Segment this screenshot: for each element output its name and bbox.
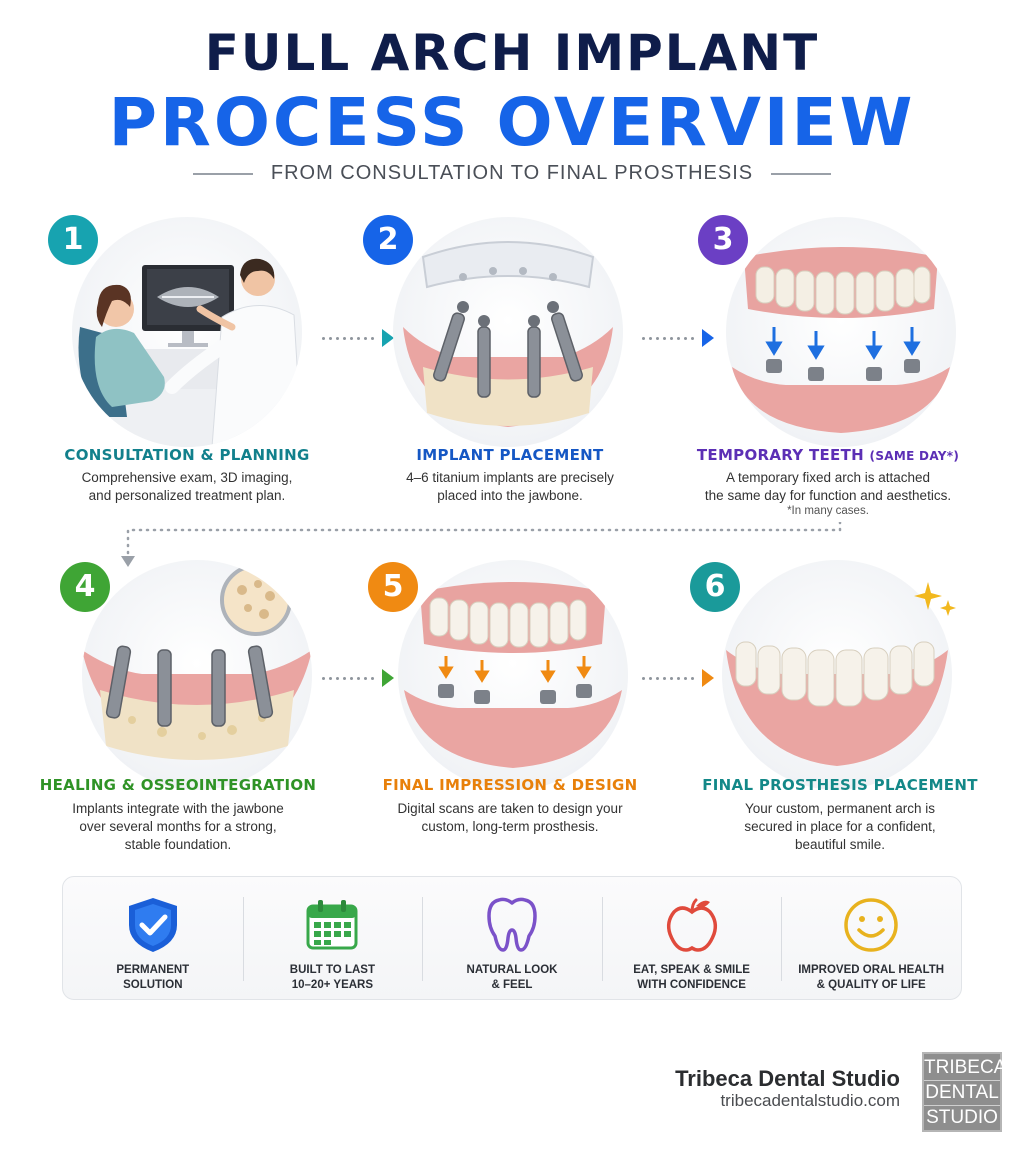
benefit-label: IMPROVED ORAL HEALTH & QUALITY OF LIFE <box>798 964 945 991</box>
step-number-badge: 3 <box>698 215 748 265</box>
step-number-badge: 2 <box>363 215 413 265</box>
tooth-icon <box>482 895 542 955</box>
step-desc-line2: and personalized treatment plan. <box>88 488 286 503</box>
subtitle-rule-right <box>771 172 832 175</box>
step-desc-line2: placed into the jawbone. <box>437 488 583 503</box>
step-arrow-4-5 <box>322 669 394 687</box>
sparkle-icon <box>914 582 956 616</box>
brand-url[interactable]: tribecadentalstudio.com <box>720 1091 900 1110</box>
step-title: IMPLANT PLACEMENT <box>416 446 604 464</box>
apple-icon <box>662 895 722 955</box>
step-desc-line3: stable foundation. <box>124 837 232 852</box>
step-arrow-1-2 <box>322 329 394 347</box>
step-number-badge: 4 <box>60 562 110 612</box>
step-title: CONSULTATION & PLANNING <box>64 446 310 464</box>
subtitle-row: FROM CONSULTATION TO FINAL PROSTHESIS <box>0 162 1024 185</box>
consultation-illustration <box>72 217 302 447</box>
benefit-natural-look: NATURAL LOOK & FEEL <box>422 877 602 999</box>
step-desc-line2: the same day for function and aesthetics… <box>704 488 952 503</box>
step-desc-line1: A temporary fixed arch is attached <box>725 470 931 485</box>
benefit-label: BUILT TO LAST 10–20+ YEARS <box>289 964 375 991</box>
arrow-head-icon <box>702 669 714 687</box>
final-prosthesis-illustration <box>722 560 952 790</box>
temporary-teeth-illustration <box>726 217 956 447</box>
benefit-label: EAT, SPEAK & SMILE WITH CONFIDENCE <box>633 964 750 991</box>
brand-name: Tribeca Dental Studio <box>675 1066 900 1091</box>
subtitle-rule-left <box>192 172 253 175</box>
benefit-built-to-last: BUILT TO LAST 10–20+ YEARS <box>242 877 423 999</box>
step-number-badge: 1 <box>48 215 98 265</box>
benefit-label: PERMANENT SOLUTION <box>116 964 190 991</box>
shield-check-icon <box>123 895 183 955</box>
step-arrow-5-6 <box>642 669 714 687</box>
step-desc-line2: secured in place for a confident, <box>744 819 936 834</box>
calendar-icon <box>302 895 362 955</box>
step-desc-line1: Comprehensive exam, 3D imaging, <box>81 470 293 485</box>
step-title: FINAL IMPRESSION & DESIGN <box>382 776 638 794</box>
arrow-head-icon <box>702 329 714 347</box>
healing-illustration <box>82 560 312 790</box>
step-footnote: *In many cases. <box>787 505 869 517</box>
benefit-oral-health: IMPROVED ORAL HEALTH & QUALITY OF LIFE <box>781 877 961 999</box>
logo-line: STUDIO <box>926 1107 998 1128</box>
brand-logo: TRIBECA DENTAL STUDIO <box>922 1052 1006 1132</box>
final-impression-illustration <box>398 560 628 790</box>
step-desc-line1: Your custom, permanent arch is <box>744 801 936 816</box>
step-desc-line3: beautiful smile. <box>794 837 886 852</box>
step-desc-line2: over several months for a strong, <box>79 819 277 834</box>
step-desc-line1: Digital scans are taken to design your <box>397 801 623 816</box>
logo-line: DENTAL <box>924 1081 1000 1106</box>
page-title-line2: PROCESS OVERVIEW <box>108 84 916 161</box>
step-title-suffix: (SAME DAY*) <box>869 449 960 463</box>
step-title: TEMPORARY TEETH (SAME DAY*) <box>668 446 988 464</box>
step-desc-line1: Implants integrate with the jawbone <box>72 801 284 816</box>
implant-placement-illustration <box>393 217 623 447</box>
step-desc-line1: 4–6 titanium implants are precisely <box>406 470 614 485</box>
step-title-main: TEMPORARY TEETH <box>696 446 864 464</box>
step-title: FINAL PROSTHESIS PLACEMENT <box>702 776 978 794</box>
row-connector <box>121 522 842 567</box>
step-title: HEALING & OSSEOINTEGRATION <box>39 776 317 794</box>
logo-line: TRIBECA <box>924 1056 1006 1081</box>
smiley-icon <box>841 895 901 955</box>
page-title-line1: FULL ARCH IMPLANT <box>204 24 820 82</box>
step-arrow-2-3 <box>642 329 714 347</box>
benefit-permanent: PERMANENT SOLUTION <box>63 877 243 999</box>
step-number-badge: 5 <box>368 562 418 612</box>
arrow-head-icon <box>382 329 394 347</box>
step-number-badge: 6 <box>690 562 740 612</box>
benefits-bar: PERMANENT SOLUTION BUILT TO LAST 10–20+ … <box>62 876 962 1000</box>
benefit-label: NATURAL LOOK & FEEL <box>466 964 558 991</box>
page-subtitle: FROM CONSULTATION TO FINAL PROSTHESIS <box>270 162 754 184</box>
benefit-eat-speak-smile: EAT, SPEAK & SMILE WITH CONFIDENCE <box>601 877 782 999</box>
step-desc-line2: custom, long-term prosthesis. <box>421 819 599 834</box>
arrow-head-icon <box>382 669 394 687</box>
